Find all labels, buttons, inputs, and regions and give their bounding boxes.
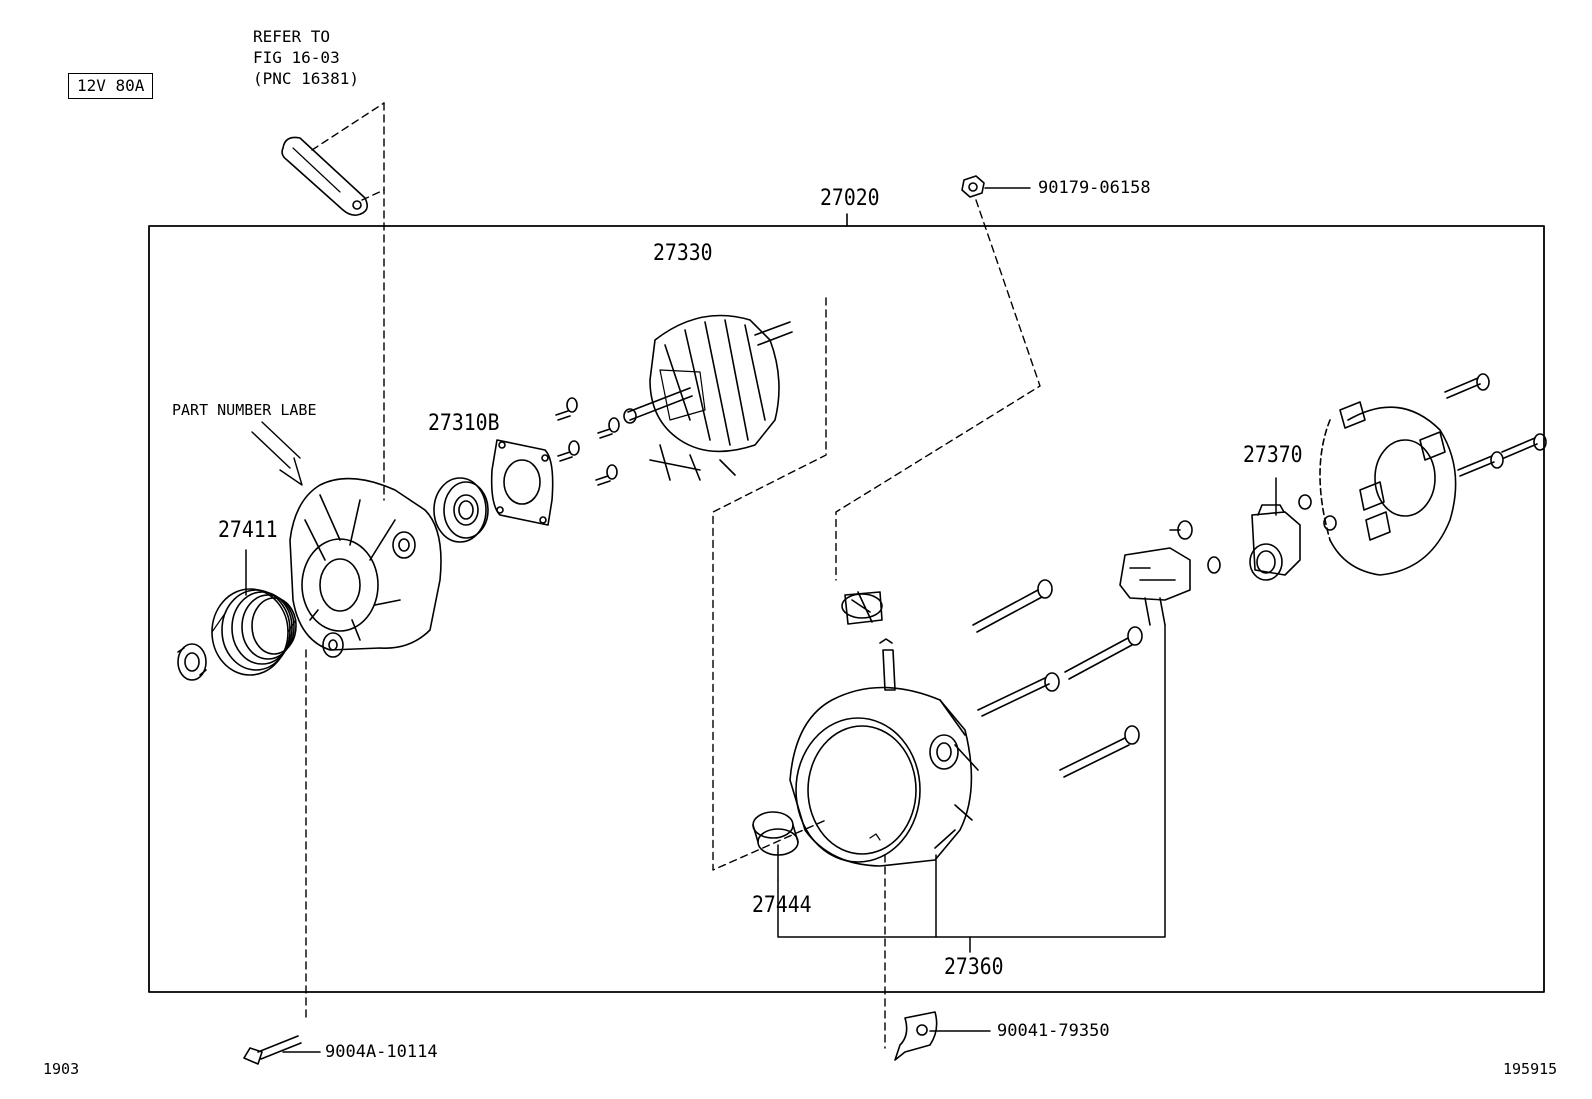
rotor-27330 <box>623 314 793 481</box>
clip-90041-79350 <box>894 1011 938 1061</box>
pnc-holder: 27370 <box>1243 443 1303 468</box>
terminal-insulator <box>841 591 883 625</box>
pnc-pulley: 27411 <box>218 518 278 543</box>
pnc-rotor: 27330 <box>653 241 713 266</box>
nut-90179-06158 <box>961 175 985 198</box>
holder-27370 <box>1249 494 1337 581</box>
terminal-block <box>1119 520 1221 626</box>
refer-note-line-1: REFER TO <box>253 27 331 46</box>
pnc-ring: 27444 <box>752 893 812 918</box>
bolt-9004a-10114 <box>243 1035 302 1065</box>
part-number-bolt: 9004A-10114 <box>325 1042 438 1062</box>
bearing-27310b <box>433 477 489 543</box>
rear-screws <box>1444 373 1547 477</box>
rear-cover <box>1319 401 1457 576</box>
pnc-bearing: 27310B <box>428 411 500 436</box>
footer-right-code: 195915 <box>1503 1060 1558 1078</box>
footer-left-code: 1903 <box>43 1060 80 1078</box>
drive-end-frame <box>289 477 442 658</box>
label-arrow <box>251 421 303 486</box>
through-bolts <box>972 579 1143 778</box>
part-number-nut: 90179-06158 <box>1038 178 1151 198</box>
leader-lines <box>245 187 1277 1053</box>
adjusting-bar-bracket <box>281 136 368 216</box>
retainer-plate <box>490 439 554 526</box>
refer-note-line-2: FIG 16-03 <box>253 48 340 67</box>
part-number-label-text: PART NUMBER LABE <box>172 401 317 419</box>
pulley-nut <box>177 643 207 681</box>
refer-note-line-3: (PNC 16381) <box>253 69 359 88</box>
rectifier-end-frame-27360 <box>789 638 979 867</box>
refer-note: REFER TO FIG 16-03 (PNC 16381) <box>253 26 359 89</box>
ring-27444 <box>752 811 799 856</box>
part-number-clip: 90041-79350 <box>997 1021 1110 1041</box>
pnc-assembly: 27020 <box>820 186 880 211</box>
plate-screws <box>555 397 620 486</box>
pnc-frame: 27360 <box>944 955 1004 980</box>
spec-box: 12V 80A <box>68 73 154 99</box>
pulley-27411 <box>211 588 297 676</box>
